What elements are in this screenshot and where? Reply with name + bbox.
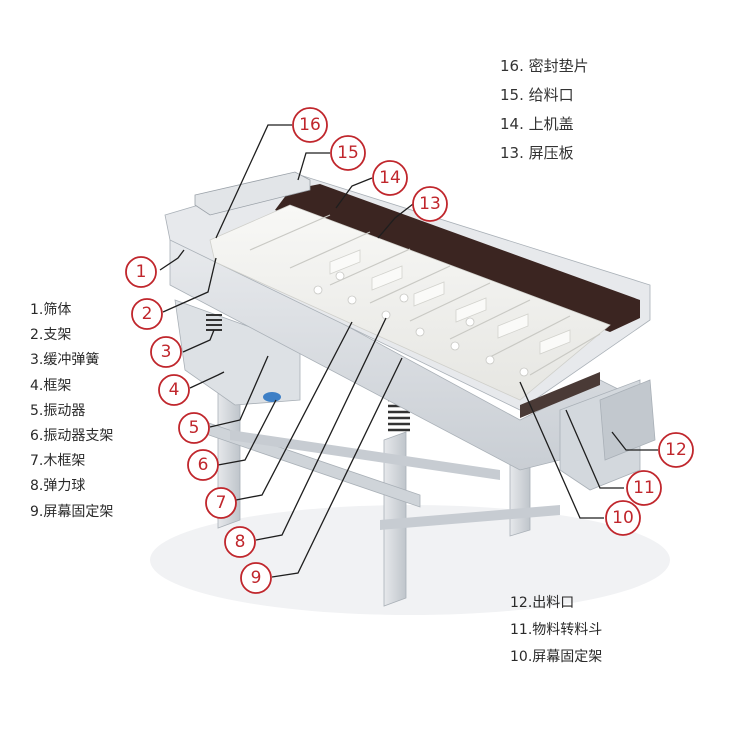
callout-13: 13 <box>412 186 448 222</box>
leader-14 <box>335 177 373 209</box>
leader-15 <box>297 152 330 181</box>
vibrator <box>263 392 281 402</box>
callout-11: 11 <box>626 470 662 506</box>
svg-text:12: 12 <box>665 440 687 460</box>
legend-item-3: 3.缓冲弹簧 <box>30 352 100 369</box>
svg-text:7: 7 <box>216 493 227 513</box>
callout-10: 10 <box>605 500 641 536</box>
legend-bottom: 12.出料口 11.物料转料斗 10.屏幕固定架 <box>510 590 602 671</box>
callout-12: 12 <box>658 432 694 468</box>
legend-item-6: 6.振动器支架 <box>30 428 114 445</box>
svg-text:1: 1 <box>136 262 147 282</box>
legend-item-15: 15. 给料口 <box>500 86 574 104</box>
svg-text:6: 6 <box>198 455 209 475</box>
leader-6 <box>217 399 277 466</box>
legend-item-5: 5.振动器 <box>30 402 86 419</box>
legend-top: 16. 密封垫片 15. 给料口 14. 上机盖 13. 屏压板 <box>500 52 589 168</box>
legend-left: 1.筛体 2.支架 3.缓冲弹簧 4.框架 5.振动器 6.振动器支架 7.木框… <box>30 298 113 525</box>
svg-text:14: 14 <box>379 168 401 188</box>
svg-text:15: 15 <box>337 143 359 163</box>
legend-item-8: 8.弹力球 <box>30 478 86 495</box>
callout-markers: 1 2 3 4 5 6 7 8 9 10 11 12 13 14 15 16 <box>125 107 694 594</box>
callout-16: 16 <box>292 107 328 143</box>
callout-4: 4 <box>158 374 190 406</box>
feed-inlet <box>194 171 311 216</box>
legend-item-16: 16. 密封垫片 <box>500 57 589 75</box>
leader-lines <box>159 124 658 578</box>
legend-item-11: 11.物料转料斗 <box>510 622 603 638</box>
screen-panels <box>329 249 571 355</box>
leader-10 <box>519 381 604 519</box>
legend-item-10: 10.屏幕固定架 <box>510 649 603 665</box>
legend-item-9: 9.屏幕固定架 <box>30 503 114 520</box>
callout-5: 5 <box>178 412 210 444</box>
svg-text:8: 8 <box>235 532 246 552</box>
svg-text:2: 2 <box>142 304 153 324</box>
leader-5 <box>209 355 269 428</box>
legend-item-13: 13. 屏压板 <box>500 144 574 162</box>
legend-item-1: 1.筛体 <box>30 302 72 318</box>
leader-1 <box>159 249 185 271</box>
leader-11 <box>565 409 624 489</box>
svg-text:11: 11 <box>633 478 655 498</box>
callout-15: 15 <box>330 135 366 171</box>
transfer-chute <box>520 372 600 418</box>
svg-text:5: 5 <box>189 418 200 438</box>
leader-7 <box>235 321 353 501</box>
svg-text:16: 16 <box>299 115 321 135</box>
callout-3: 3 <box>150 336 182 368</box>
svg-text:4: 4 <box>169 380 180 400</box>
leader-3 <box>182 329 215 353</box>
svg-text:13: 13 <box>419 194 441 214</box>
callout-2: 2 <box>131 298 163 330</box>
callout-7: 7 <box>205 487 237 519</box>
legend-item-14: 14. 上机盖 <box>500 115 574 133</box>
bouncing-balls <box>313 271 529 377</box>
leader-9 <box>271 357 403 578</box>
legend-item-7: 7.木框架 <box>30 453 86 470</box>
deck-ribs <box>249 214 601 376</box>
screen-deck <box>209 204 611 401</box>
legend-item-4: 4.框架 <box>30 377 72 394</box>
callout-8: 8 <box>224 526 256 558</box>
leader-16 <box>215 124 292 239</box>
leader-2 <box>162 257 217 313</box>
legend-item-12: 12.出料口 <box>510 595 575 611</box>
upper-cover <box>275 184 640 332</box>
discharge-outlet <box>599 379 656 461</box>
svg-text:9: 9 <box>251 568 262 588</box>
legend-item-2: 2.支架 <box>30 327 72 344</box>
callout-6: 6 <box>187 449 219 481</box>
callout-1: 1 <box>125 256 157 288</box>
callout-9: 9 <box>240 562 272 594</box>
leader-8 <box>255 317 387 541</box>
leader-12 <box>611 431 658 451</box>
leader-4 <box>189 371 225 389</box>
svg-text:10: 10 <box>612 508 634 528</box>
svg-text:3: 3 <box>161 342 172 362</box>
leader-13 <box>377 203 414 239</box>
callout-14: 14 <box>372 160 408 196</box>
